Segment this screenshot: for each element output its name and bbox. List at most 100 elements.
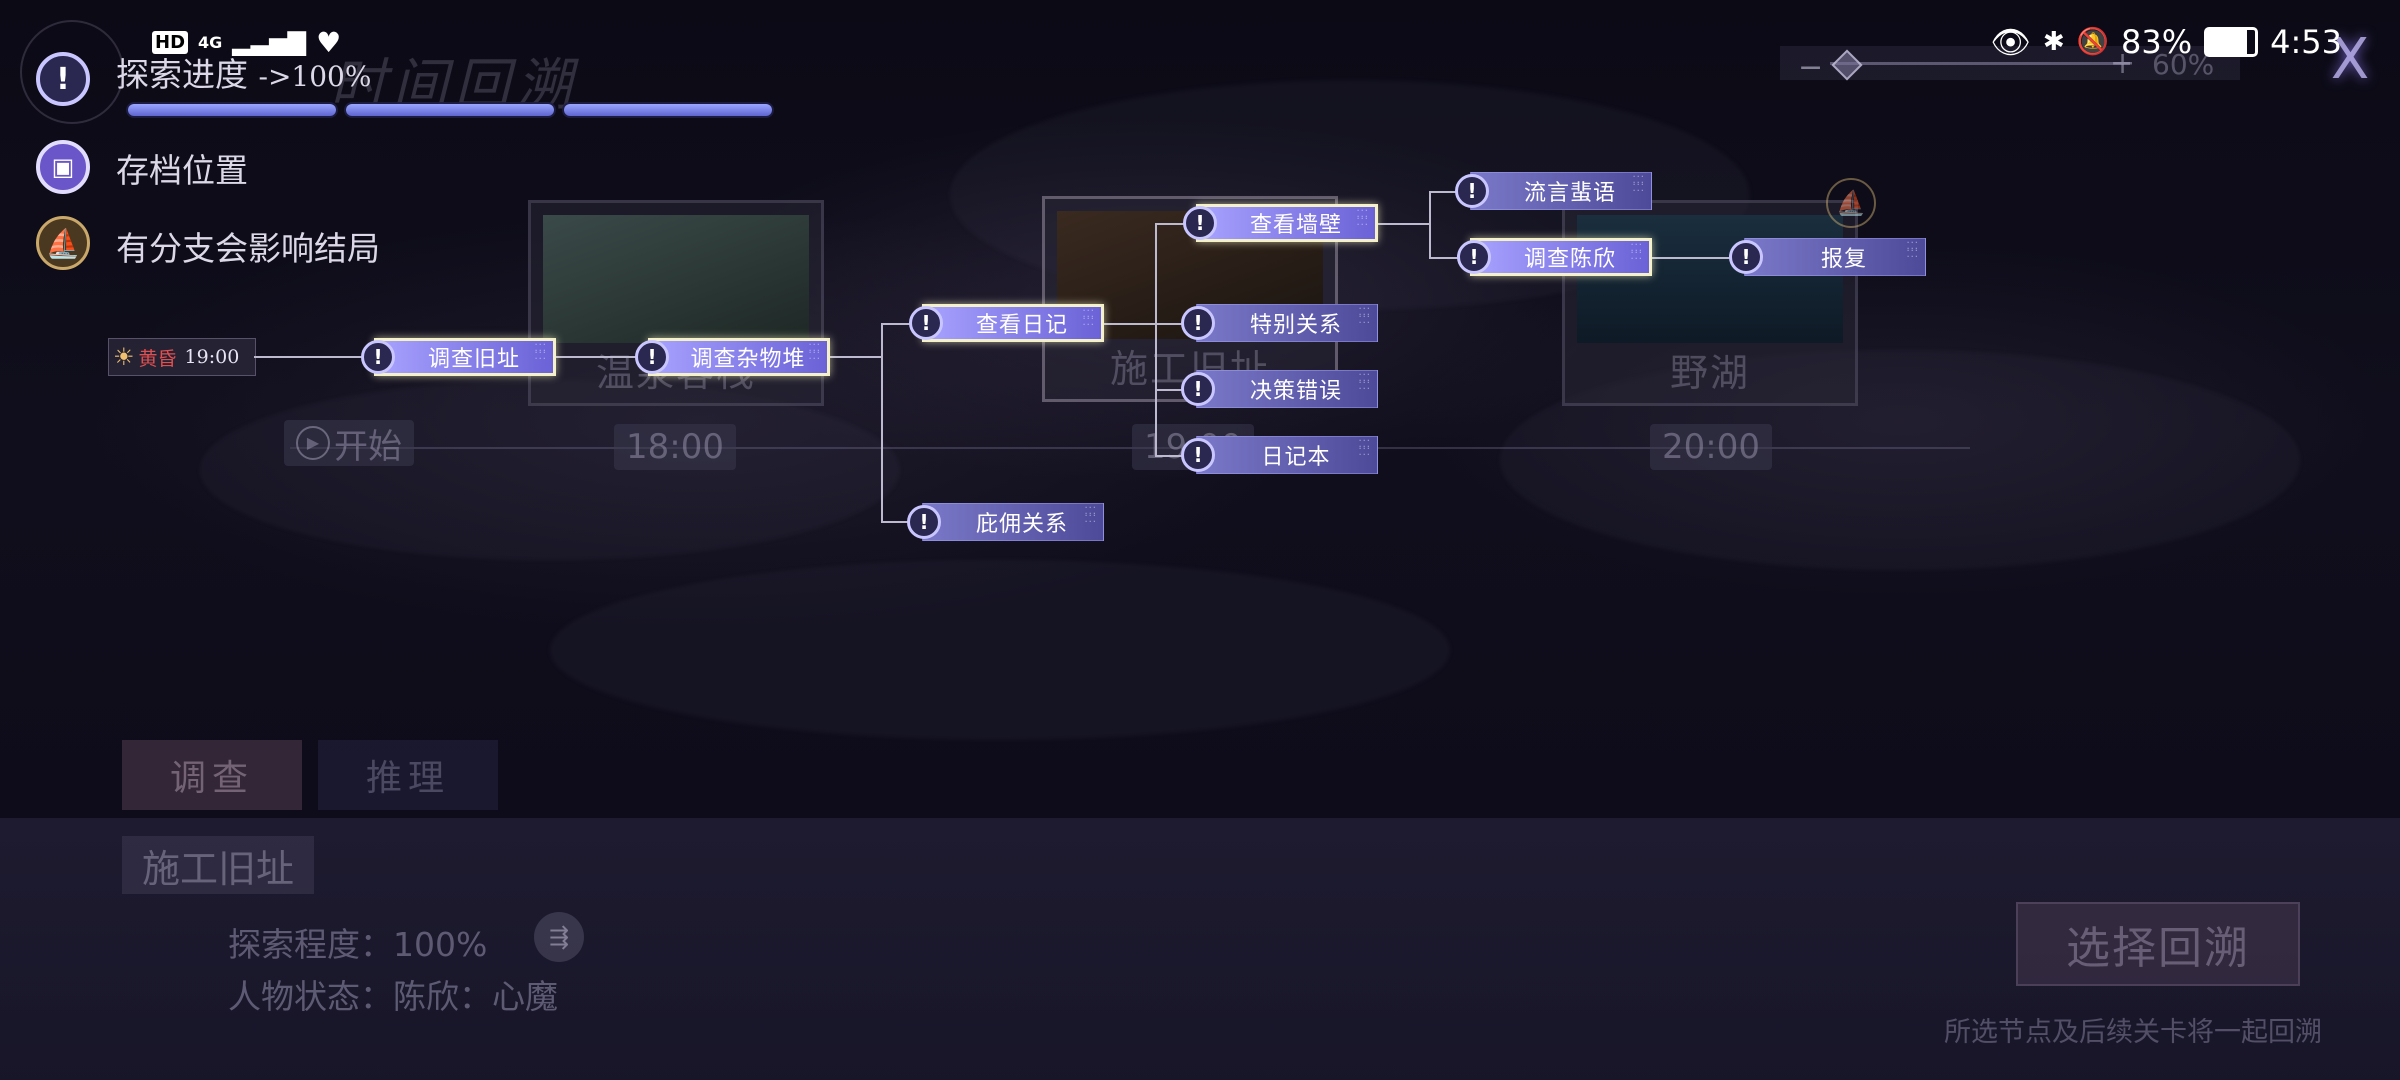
edge [1155, 223, 1157, 456]
node-label: 庇佣关系 [975, 512, 1068, 537]
edge [1155, 389, 1191, 391]
exclamation-icon: ! [1729, 240, 1763, 274]
node-diary-book[interactable]: ! 日记本 ⁚⁚⁚⁚⁚⁚ [1181, 436, 1378, 474]
edge [1155, 323, 1191, 325]
sail-branch-icon: ⛵ [36, 216, 90, 270]
hd-badge: HD [152, 30, 189, 54]
edge [1652, 257, 1738, 259]
status-bar-right: 👁 ✱ 🔕 83% 4:53 [1990, 22, 2342, 62]
edge [1429, 191, 1431, 258]
zoom-handle[interactable] [1831, 49, 1863, 81]
node-revenge[interactable]: !报复⁚⁚⁚⁚⁚⁚ [1729, 238, 1926, 276]
start-period: 黄昏 [138, 347, 177, 370]
exclamation-icon: ! [1183, 206, 1217, 240]
edge [556, 356, 646, 358]
bg-cloud [200, 380, 900, 560]
grip-dots: ⁚⁚⁚⁚⁚⁚ [1356, 209, 1369, 228]
scene-card-lake[interactable]: 野湖 [1562, 200, 1858, 406]
grip-dots: ⁚⁚⁚⁚⁚⁚ [1632, 175, 1645, 194]
edge [1378, 223, 1430, 225]
exclamation-icon: ! [1455, 174, 1489, 208]
edge [1155, 223, 1191, 225]
edge [881, 323, 917, 325]
zoom-track [1830, 62, 2130, 65]
edge [881, 521, 917, 523]
node-investigate-debris[interactable]: ! 调查杂物堆⁚⁚⁚⁚⁚⁚ [635, 338, 830, 376]
exclamation-icon: ! [1181, 372, 1215, 406]
play-icon: ▶ [296, 426, 330, 460]
timeline-line [290, 447, 1970, 449]
node-label: 查看日记 [975, 313, 1068, 338]
sail-branch-icon: ⛵ [1826, 178, 1876, 228]
node-label: 流言蜚语 [1523, 181, 1616, 206]
exclamation-icon: ! [36, 52, 90, 106]
timeline-start[interactable]: ▶开始 [284, 420, 414, 467]
exclamation-icon: ! [909, 306, 943, 340]
grip-dots: ⁚⁚⁚⁚⁚⁚ [1082, 309, 1095, 328]
exclamation-icon: ! [361, 340, 395, 374]
exclamation-icon: ! [1181, 306, 1215, 340]
edge [1104, 323, 1156, 325]
node-patronage-relation[interactable]: !庇佣关系⁚⁚⁚⁚⁚⁚ [907, 503, 1104, 541]
select-rewind-button[interactable]: 选择回溯 [2016, 902, 2300, 986]
node-label: 特别关系 [1249, 313, 1342, 338]
clock-emblem-icon [20, 20, 124, 124]
bg-cloud [550, 560, 1450, 740]
grip-dots: ⁚⁚⁚⁚⁚⁚ [1358, 307, 1371, 326]
save-location-label: 存档位置 [116, 151, 248, 190]
timeline-time-2000: 20:00 [1650, 424, 1772, 470]
node-check-wall[interactable]: ! 查看墙壁 ⁚⁚⁚⁚⁚⁚ [1183, 204, 1378, 242]
progress-segment-3 [564, 104, 772, 116]
start-time: 19:00 [184, 346, 240, 368]
node-investigate-old-site[interactable]: !调查旧址⁚⁚⁚⁚⁚⁚ [361, 338, 556, 376]
battery-percent: 83% [2121, 23, 2193, 61]
close-button[interactable]: X [2330, 27, 2370, 92]
progress-label: 探索进度 ->100% [116, 55, 372, 94]
scene-name: 野湖 [1669, 351, 1750, 395]
exclamation-icon: ! [635, 340, 669, 374]
exclamation-icon: ! [907, 505, 941, 539]
zoom-slider[interactable]: − + 60% [1780, 46, 2240, 85]
zoom-in-icon[interactable]: + [2110, 46, 2136, 81]
clock-time: 4:53 [2270, 23, 2342, 61]
rewind-note: 所选节点及后续关卡将一起回溯 [1944, 1017, 2322, 1048]
grip-dots: ⁚⁚⁚⁚⁚⁚ [808, 343, 821, 362]
scene-image [543, 215, 809, 343]
node-investigate-chenxin[interactable]: !调查陈欣⁚⁚⁚⁚⁚⁚ [1457, 238, 1652, 276]
bluetooth-icon: ✱ [2042, 27, 2065, 57]
edge [881, 323, 883, 522]
grip-dots: ⁚⁚⁚⁚⁚⁚ [1358, 373, 1371, 392]
zoom-out-icon[interactable]: − [1798, 50, 1824, 85]
edge [1155, 455, 1191, 457]
node-label: 查看墙壁 [1249, 213, 1342, 238]
health-icon: ♥ [316, 25, 342, 59]
edge [254, 356, 374, 358]
node-special-relation[interactable]: ! 特别关系 ⁚⁚⁚⁚⁚⁚ [1181, 304, 1378, 342]
branch-tree-icon[interactable]: ⇶ [534, 912, 584, 962]
tab-investigate[interactable]: 调查 [122, 740, 302, 810]
node-label: 调查杂物堆 [690, 347, 806, 372]
exclamation-icon: ! [1457, 240, 1491, 274]
start-node[interactable]: ☀ 黄昏 19:00 [108, 338, 256, 376]
grip-dots: ⁚⁚⁚⁚⁚⁚ [1358, 439, 1371, 458]
branch-legend-label: 有分支会影响结局 [116, 229, 380, 268]
bottom-panel [0, 818, 2400, 1080]
node-label: 日记本 [1261, 445, 1331, 470]
node-check-diary[interactable]: ! 查看日记 ⁚⁚⁚⁚⁚⁚ [909, 304, 1104, 342]
eye-icon: 👁 [1990, 23, 2031, 61]
edge [1429, 257, 1465, 259]
mute-bell-icon: 🔕 [2076, 27, 2110, 57]
save-folder-icon: ▣ [36, 140, 90, 194]
network-badge: 4G [198, 32, 223, 52]
node-wrong-decision[interactable]: !决策错误⁚⁚⁚⁚⁚⁚ [1181, 370, 1378, 408]
node-label: 报复 [1820, 247, 1867, 272]
tab-reasoning[interactable]: 推理 [318, 740, 498, 810]
scene-image [1577, 215, 1843, 343]
grip-dots: ⁚⁚⁚⁚⁚⁚ [534, 343, 547, 362]
progress-segment-2 [346, 104, 554, 116]
start-label: 开始 [334, 426, 402, 467]
character-status: 人物状态：陈欣：心魔 [228, 977, 558, 1016]
node-rumors[interactable]: ! 流言蜚语 ⁚⁚⁚⁚⁚⁚ [1455, 172, 1652, 210]
exclamation-icon: ! [1181, 438, 1215, 472]
